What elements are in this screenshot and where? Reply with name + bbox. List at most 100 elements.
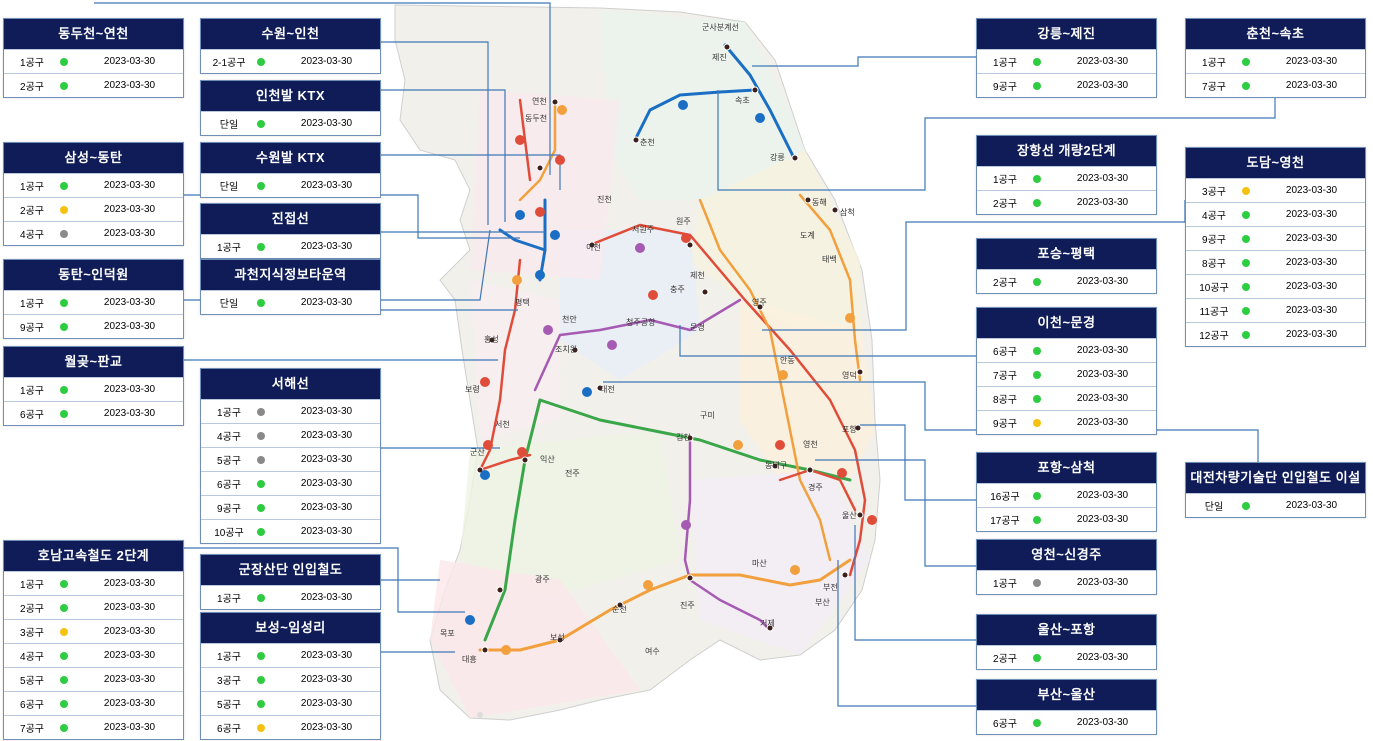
section-date: 2023-03-30	[1076, 173, 1129, 184]
svg-text:마산: 마산	[752, 558, 767, 568]
status-dot-icon	[257, 651, 265, 660]
section-date: 2023-03-30	[300, 722, 353, 733]
section-row[interactable]: 1공구 2023-03-30	[201, 399, 380, 423]
section-name: 8공구	[993, 395, 1017, 406]
section-date: 2023-03-30	[1076, 197, 1129, 208]
section-date: 2023-03-30	[103, 674, 156, 685]
section-date: 2023-03-30	[300, 56, 353, 67]
section-date: 2023-03-30	[300, 406, 353, 417]
section-name: 1공구	[20, 182, 44, 193]
section-date: 2023-03-30	[1285, 500, 1338, 511]
svg-text:안동: 안동	[780, 355, 795, 365]
section-date: 2023-03-30	[1076, 577, 1129, 588]
section-name: 1공구	[20, 299, 44, 310]
section-date: 2023-03-30	[103, 80, 156, 91]
section-name: 7공구	[1202, 82, 1226, 93]
status-dot-icon	[257, 723, 265, 732]
section-name: 1공구	[217, 408, 241, 419]
panel-title: 인천발 KTX	[201, 81, 380, 111]
status-dot-icon	[257, 503, 265, 512]
section-date: 2023-03-30	[103, 602, 156, 613]
status-dot-icon	[60, 409, 68, 418]
panel-title: 삼성~동탄	[4, 143, 183, 173]
line-number-badges	[465, 100, 877, 655]
section-date: 2023-03-30	[1285, 305, 1338, 316]
station-markers	[476, 43, 864, 654]
status-dot-icon	[1242, 81, 1250, 90]
section-name: 8공구	[1202, 259, 1226, 270]
status-dot-icon	[1242, 282, 1250, 291]
svg-text:목포: 목포	[440, 629, 455, 638]
section-date: 2023-03-30	[1285, 233, 1338, 244]
section-name: 1공구	[993, 175, 1017, 186]
svg-text:삼척: 삼척	[840, 207, 855, 217]
svg-text:부전: 부전	[823, 582, 838, 592]
svg-text:거제: 거제	[760, 619, 775, 628]
section-date: 2023-03-30	[1285, 56, 1338, 67]
section-name: 6공구	[20, 410, 44, 421]
svg-text:울산: 울산	[842, 510, 857, 520]
status-dot-icon	[1242, 258, 1250, 267]
section-name: 1공구	[217, 594, 241, 605]
section-row[interactable]: 1공구 2023-03-30	[977, 166, 1156, 190]
section-name: 7공구	[993, 371, 1017, 382]
